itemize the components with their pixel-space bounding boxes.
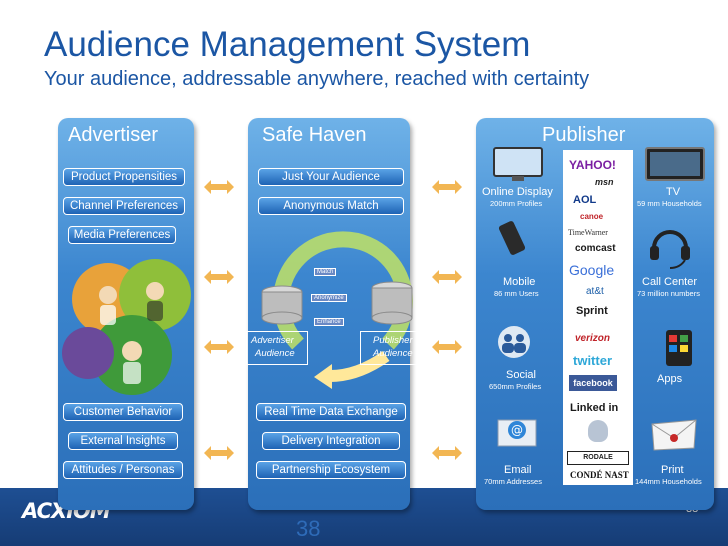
safe-haven-item: Delivery Integration <box>262 432 400 450</box>
channel-sub-mobile: 86 mm Users <box>494 289 539 298</box>
yahoo-logo: YAHOO! <box>569 158 616 172</box>
advertiser-item: Customer Behavior <box>63 403 183 421</box>
people-circle <box>62 327 114 379</box>
safe-haven-item: Just Your Audience <box>258 168 404 186</box>
advertiser-item: Media Preferences <box>68 226 176 244</box>
publisher-audience-label: Publisher <box>373 335 413 346</box>
channel-sub-tv: 59 mm Households <box>637 199 702 208</box>
channel-label-online-display: Online Display <box>482 186 553 198</box>
person-figure <box>146 282 164 300</box>
safe-haven-item: Partnership Ecosystem <box>256 461 406 479</box>
slide-title: Audience Management System <box>44 25 531 64</box>
double-arrow-icon <box>432 340 462 354</box>
aol-logo: AOL <box>573 194 597 206</box>
twitter-logo: twitter <box>573 353 612 368</box>
apple-icon <box>588 420 608 442</box>
database-cylinder-icon <box>261 311 303 325</box>
person-figure <box>99 286 117 304</box>
channel-label-social: Social <box>506 369 536 381</box>
channel-label-tv: TV <box>666 186 681 198</box>
double-arrow-icon <box>204 446 234 460</box>
channel-label-email: Email <box>504 464 532 476</box>
comcast-logo: comcast <box>575 243 616 254</box>
safe-haven-item: Real Time Data Exchange <box>256 403 406 421</box>
return-arrow-head <box>314 364 332 389</box>
advertiser-audience-box: Advertiser Audience <box>246 331 308 365</box>
publisher-audience-box: Publisher Audience <box>360 331 420 365</box>
linkedin-logo: Linked in <box>570 402 619 414</box>
double-arrow-icon <box>432 446 462 460</box>
verizon-logo: verizon <box>575 333 611 344</box>
monitor-icon <box>493 147 543 181</box>
headset-icon <box>650 230 690 269</box>
google-logo: Google <box>569 262 615 278</box>
channel-label-call-center: Call Center <box>642 276 698 288</box>
double-arrow-icon <box>204 270 234 284</box>
publisher-heading: Publisher <box>542 124 626 146</box>
facebook-logo: facebook <box>569 375 617 391</box>
publisher-audience-label: Audience <box>373 348 413 359</box>
canoe-logo: canoe <box>580 212 604 221</box>
channel-label-print: Print <box>661 464 684 476</box>
safe-haven-item: Anonymous Match <box>258 197 404 215</box>
advertiser-item: Channel Preferences <box>63 197 185 215</box>
audience-people-circles-image <box>62 259 191 395</box>
channel-sub-online-display: 200mm Profiles <box>490 199 543 208</box>
advertiser-item: Product Propensities <box>63 168 185 186</box>
mail-envelope-icon <box>651 419 697 451</box>
att-logo: at&t <box>586 286 604 297</box>
mobile-phone-icon <box>498 221 526 255</box>
channel-sub-print: 144mm Households <box>635 477 702 486</box>
person-figure <box>123 362 141 384</box>
double-arrow-icon <box>432 180 462 194</box>
msn-logo: msn <box>595 177 614 187</box>
return-arrow <box>329 351 390 382</box>
double-arrow-icon <box>204 340 234 354</box>
person-figure <box>147 301 163 321</box>
channel-label-mobile: Mobile <box>503 276 536 288</box>
advertiser-item: External Insights <box>68 432 178 450</box>
timewarner-logo: TimeWarner <box>568 228 608 237</box>
advertiser-audience-label: Audience <box>255 348 295 359</box>
advertiser-audience-label: Advertiser <box>251 335 294 346</box>
tv-icon <box>645 147 705 181</box>
svg-text:@: @ <box>511 423 523 437</box>
slide-subtitle: Your audience, addressable anywhere, rea… <box>44 68 590 90</box>
conde-nast-logo: CONDÉ NAST <box>570 470 629 480</box>
sprint-logo: Sprint <box>576 305 608 317</box>
people-icon <box>498 326 530 358</box>
cycle-label-anonymize: Anonymize <box>311 294 347 302</box>
channel-sub-social: 650mm Profiles <box>489 382 542 391</box>
cycle-label-match: Match <box>314 268 337 276</box>
person-figure <box>122 341 142 361</box>
email-envelope-icon: @ <box>497 419 537 447</box>
double-arrow-icon <box>204 180 234 194</box>
safe-haven-heading: Safe Haven <box>262 124 367 146</box>
smartphone-apps-icon <box>666 330 692 366</box>
channel-sub-call-center: 73 million numbers <box>637 289 700 298</box>
channel-label-apps: Apps <box>657 373 683 385</box>
advertiser-item: Attitudes / Personas <box>63 461 183 479</box>
safe-haven-cycle-diagram <box>261 231 413 389</box>
cycle-label-enhance: Enhance <box>314 318 344 326</box>
channel-sub-email: 70mm Addresses <box>484 477 542 486</box>
advertiser-heading: Advertiser <box>68 124 159 146</box>
ghost-slide-number: 38 <box>296 516 321 541</box>
double-arrow-icon <box>432 270 462 284</box>
person-figure <box>100 305 116 325</box>
rodale-logo: RODALE <box>567 451 629 465</box>
database-cylinder-icon <box>371 311 413 325</box>
